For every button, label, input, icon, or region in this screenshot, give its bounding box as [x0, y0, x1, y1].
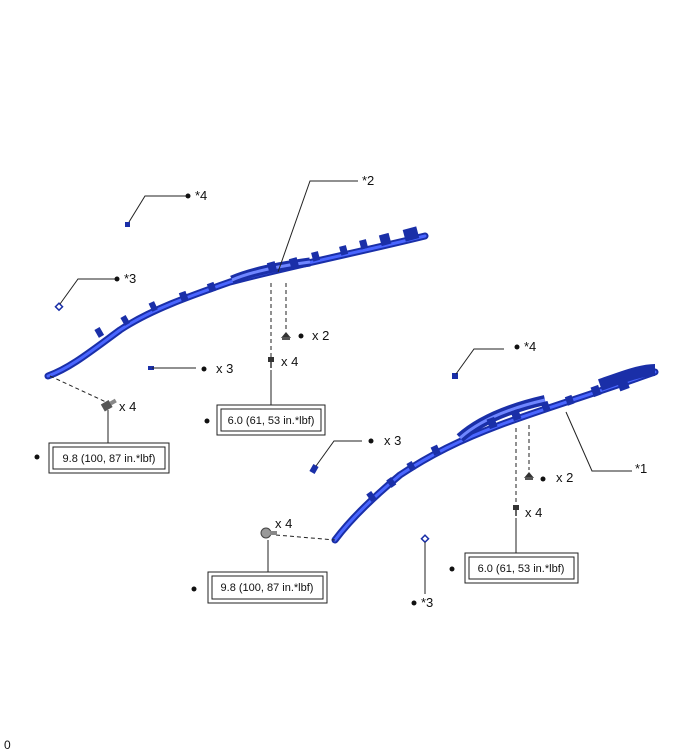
- torque-value: 9.8 (100, 87 in.*lbf): [63, 453, 156, 465]
- clip-part-4-right: [452, 373, 458, 379]
- qty-right-x4-end: x 4: [275, 516, 292, 531]
- figure-code: 0: [4, 738, 11, 752]
- bolt-icon: [100, 398, 117, 412]
- qty-left-x4-end: x 4: [119, 399, 136, 414]
- clip-part-3-right: [420, 534, 430, 544]
- qty-right-x4-center: x 4: [525, 505, 542, 520]
- torque-box-right-center: 6.0 (61, 53 in.*lbf): [464, 552, 579, 584]
- bolt-icon: [268, 357, 274, 362]
- torque-box-left-end: 9.8 (100, 87 in.*lbf): [48, 442, 170, 474]
- left-wire-harness: [44, 222, 429, 380]
- clip-x3-left: [148, 366, 154, 370]
- torque-box-left-center: 6.0 (61, 53 in.*lbf): [216, 404, 326, 436]
- right-fasteners: [260, 472, 534, 539]
- torque-value: 9.8 (100, 87 in.*lbf): [221, 582, 314, 594]
- callout-4-left: *4: [195, 188, 207, 203]
- callout-3-left: *3: [124, 271, 136, 286]
- qty-left-x2: x 2: [312, 328, 329, 343]
- qty-left-x4-center: x 4: [281, 354, 298, 369]
- clip-part-3-left: [54, 302, 64, 312]
- left-fasteners: [100, 332, 291, 412]
- qty-left-x3: x 3: [216, 361, 233, 376]
- bolt-icon: [513, 505, 519, 510]
- left-leader-lines: [49, 180, 358, 444]
- torque-value: 6.0 (61, 53 in.*lbf): [478, 563, 565, 575]
- clip-x3-right: [309, 464, 319, 474]
- torque-value: 6.0 (61, 53 in.*lbf): [228, 415, 315, 427]
- bullet-dots: [34, 193, 546, 606]
- torque-box-right-end: 9.8 (100, 87 in.*lbf): [207, 571, 328, 604]
- clip-part-4-left: [125, 222, 130, 227]
- callout-3-right: *3: [421, 595, 433, 610]
- nut-icon: [281, 332, 291, 338]
- nut-icon: [524, 472, 534, 478]
- qty-right-x3: x 3: [384, 433, 401, 448]
- right-leader-lines: [267, 348, 632, 594]
- callout-2: *2: [362, 173, 374, 188]
- qty-right-x2: x 2: [556, 470, 573, 485]
- callout-1: *1: [635, 461, 647, 476]
- right-wire-harness: [309, 364, 659, 544]
- bolt-icon: [260, 527, 277, 539]
- callout-4-right: *4: [524, 339, 536, 354]
